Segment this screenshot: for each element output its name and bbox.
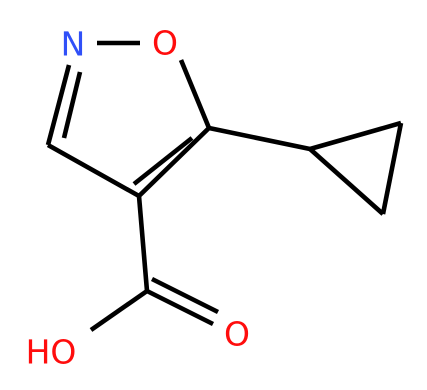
bond-c5-cyclopropyl	[208, 125, 311, 152]
bond-cp-c-a	[308, 147, 385, 216]
bond-c3-n-double	[61, 71, 83, 139]
cyclopropyl-group	[208, 120, 404, 216]
bond-c-oh	[89, 289, 149, 332]
bond-carbonyl-double	[150, 276, 220, 315]
bond-c3-n	[45, 64, 72, 146]
hydroxyl-label: HO	[26, 333, 77, 372]
bond-cp-b-c	[380, 122, 404, 215]
bond-c4-carboxyl	[136, 195, 150, 292]
isoxazole-ring	[45, 40, 212, 199]
carbonyl-oxygen-label: O	[224, 315, 250, 354]
ring-oxygen-label: O	[152, 24, 178, 63]
bond-cp-a-b	[309, 120, 402, 152]
bond-c5-c4-double	[132, 136, 194, 186]
ring-nitrogen-label: N	[61, 25, 86, 64]
bond-c5-c4	[137, 126, 211, 198]
bond-o-c5	[178, 59, 212, 129]
carboxylic-acid-group	[89, 195, 220, 332]
bond-c4-c3	[46, 142, 141, 199]
bond-carbonyl	[145, 288, 215, 327]
